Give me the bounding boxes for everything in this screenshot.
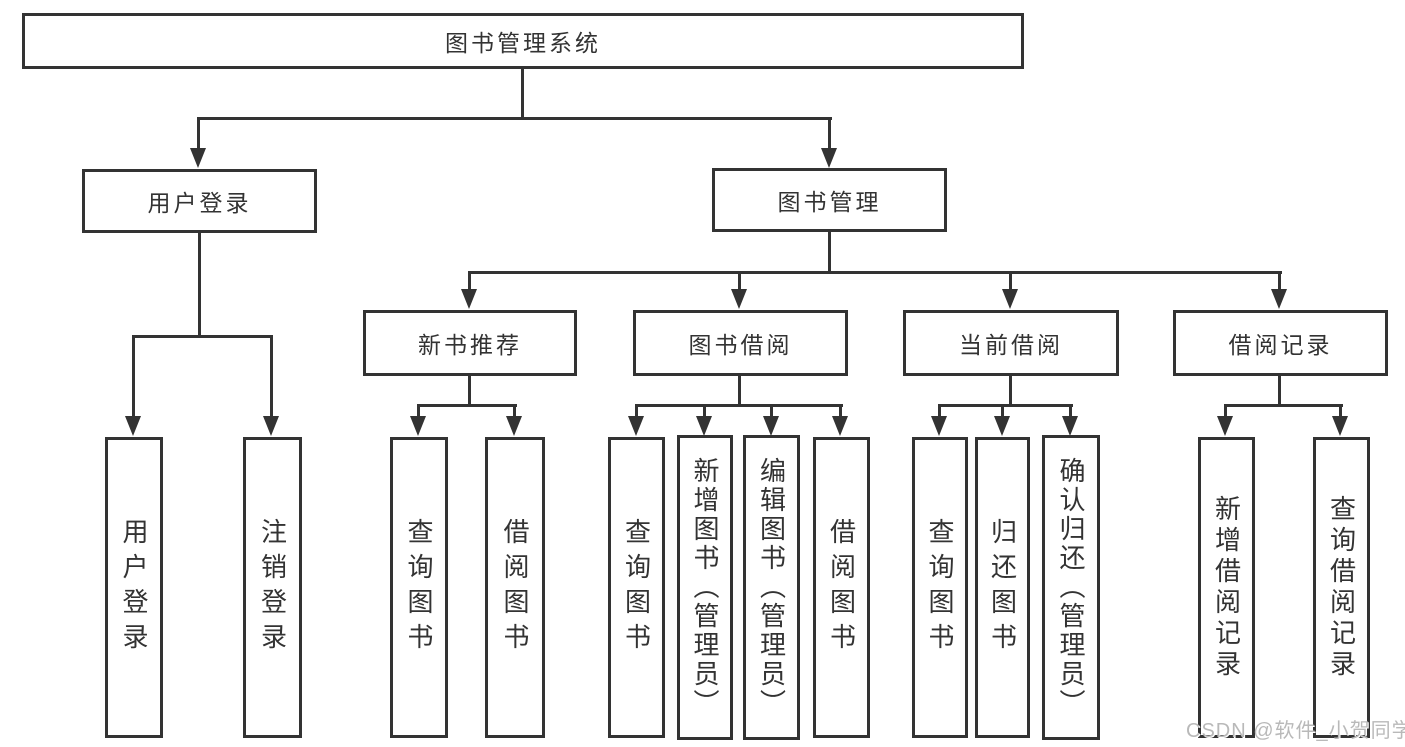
leaf-current-return-books: 归还图书 — [975, 437, 1030, 738]
node-book-management-label: 图书管理 — [777, 189, 882, 215]
leaf-newrec-query-books-label: 查询图书 — [404, 517, 434, 658]
leaf-borrow-borrow-books-label: 借阅图书 — [826, 517, 857, 658]
connector-line — [133, 335, 273, 338]
arrow-down-icon — [930, 404, 947, 436]
arrow-down-icon — [1331, 404, 1348, 436]
arrow-down-icon — [189, 117, 206, 168]
leaf-borrow-add-books-admin: 新增图书（管理员） — [677, 435, 733, 740]
leaf-current-query-books: 查询图书 — [912, 437, 968, 738]
arrow-down-icon — [993, 404, 1010, 436]
node-book-borrow-label: 图书借阅 — [688, 332, 793, 358]
node-current-borrow-label: 当前借阅 — [959, 332, 1063, 358]
leaf-user-login-label: 用户登录 — [119, 517, 149, 658]
connector-line — [939, 404, 1073, 407]
leaf-current-return-books-label: 归还图书 — [987, 517, 1018, 658]
connector-line — [469, 271, 1282, 274]
connector-line — [1278, 376, 1281, 407]
leaf-records-add-record-label: 新增借阅记录 — [1211, 494, 1242, 681]
arrow-down-icon — [730, 271, 747, 309]
leaf-newrec-borrow-books: 借阅图书 — [485, 437, 545, 738]
arrow-down-icon — [1270, 271, 1287, 309]
connector-line — [468, 376, 471, 407]
node-new-book-recommend-label: 新书推荐 — [418, 332, 522, 358]
leaf-current-confirm-return-admin: 确认归还（管理员） — [1042, 435, 1100, 740]
arrow-down-icon — [505, 404, 522, 436]
leaf-records-query-record: 查询借阅记录 — [1313, 437, 1370, 738]
leaf-borrow-borrow-books: 借阅图书 — [813, 437, 870, 738]
arrow-down-icon — [409, 404, 426, 436]
leaf-records-add-record: 新增借阅记录 — [1198, 437, 1255, 738]
node-user-login-label: 用户登录 — [147, 190, 252, 216]
arrow-down-icon — [124, 335, 141, 436]
node-borrow-records-label: 借阅记录 — [1228, 332, 1333, 358]
arrow-down-icon — [831, 404, 848, 436]
leaf-newrec-borrow-books-label: 借阅图书 — [500, 517, 530, 658]
arrow-down-icon — [762, 404, 779, 436]
arrow-down-icon — [627, 404, 644, 436]
arrow-down-icon — [820, 117, 837, 168]
leaf-logout: 注销登录 — [243, 437, 302, 738]
leaf-borrow-query-books: 查询图书 — [608, 437, 665, 738]
connector-line — [1225, 404, 1343, 407]
arrow-down-icon — [1216, 404, 1233, 436]
connector-line — [738, 376, 741, 407]
arrow-down-icon — [460, 271, 477, 309]
watermark: CSDN @软件_小贺同学 — [1186, 720, 1405, 742]
leaf-current-query-books-label: 查询图书 — [925, 517, 955, 658]
node-root-label: 图书管理系统 — [445, 30, 601, 56]
arrow-down-icon — [695, 404, 712, 436]
node-borrow-records: 借阅记录 — [1173, 310, 1388, 376]
leaf-borrow-edit-books-admin-label: 编辑图书（管理员） — [756, 457, 787, 718]
arrow-down-icon — [1061, 404, 1078, 436]
connector-line — [198, 117, 832, 120]
connector-line — [521, 68, 524, 120]
arrow-down-icon — [262, 335, 279, 436]
connector-line — [828, 231, 831, 274]
leaf-borrow-query-books-label: 查询图书 — [621, 517, 652, 658]
leaf-borrow-edit-books-admin: 编辑图书（管理员） — [743, 435, 800, 740]
node-new-book-recommend: 新书推荐 — [363, 310, 577, 376]
connector-line — [636, 404, 843, 407]
node-current-borrow: 当前借阅 — [903, 310, 1119, 376]
connector-line — [198, 232, 201, 338]
node-root: 图书管理系统 — [22, 13, 1024, 69]
leaf-records-query-record-label: 查询借阅记录 — [1326, 494, 1357, 681]
node-user-login: 用户登录 — [82, 169, 317, 233]
leaf-current-confirm-return-admin-label: 确认归还（管理员） — [1056, 457, 1086, 718]
leaf-borrow-add-books-admin-label: 新增图书（管理员） — [690, 457, 720, 718]
arrow-down-icon — [1001, 271, 1018, 309]
leaf-user-login: 用户登录 — [105, 437, 163, 738]
connector-line — [1009, 376, 1012, 407]
node-book-management: 图书管理 — [712, 168, 947, 232]
connector-line — [418, 404, 517, 407]
leaf-logout-label: 注销登录 — [257, 517, 288, 658]
node-book-borrow: 图书借阅 — [633, 310, 848, 376]
leaf-newrec-query-books: 查询图书 — [390, 437, 448, 738]
